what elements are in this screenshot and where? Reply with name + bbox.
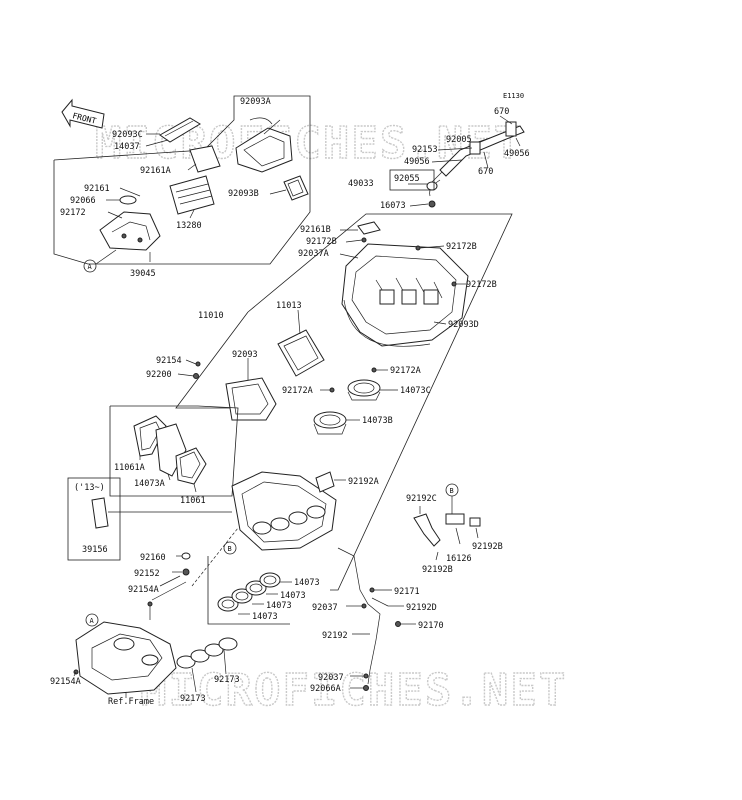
label-92171: 92171 [394,587,420,597]
label-92172: 92172 [60,208,86,218]
part-92192A-hose-shape [315,471,335,493]
part-92093A-shape [235,117,293,173]
label-92170: 92170 [418,621,444,631]
label-11013: 11013 [276,301,302,311]
frame-11010 [175,213,513,591]
label-11061: 11061 [180,496,206,506]
label-49056-a: 49056 [504,149,530,159]
frame-39045 [53,95,311,265]
watermark-bottom: MICROFICHES.NET [140,665,567,716]
label-92093A: 92093A [240,97,271,107]
label-92066: 92066 [70,196,96,206]
label-ref-frame: Ref.Frame [108,697,154,707]
label-14073-2: 14073 [280,591,306,601]
label-92093: 92093 [232,350,258,360]
label-39045: 39045 [130,269,156,279]
label-92161B: 92161B [300,225,331,235]
label-14073-4: 14073 [252,612,278,622]
label-16073: 16073 [380,201,406,211]
label-92093D: 92093D [448,320,479,330]
label-92153: 92153 [412,145,438,155]
part-11061-shape [175,447,207,485]
label-92172B-3: 92172B [466,280,497,290]
label-14073C: 14073C [400,386,431,396]
part-ref-frame-shape [75,621,177,695]
part-92161-shape [119,195,137,205]
label-92192A: 92192A [348,477,379,487]
part-14073-rings-shape [217,572,281,612]
label-14073-1: 14073 [294,578,320,588]
label-92037-2: 92037 [318,673,344,683]
label-49056-b: 49056 [404,157,430,167]
part-lower-housing-shape [231,471,337,551]
label-92005: 92005 [446,135,472,145]
part-92192-hose-shape [337,547,389,685]
label-92172B-1: 92172B [306,237,337,247]
label-670-b: 670 [478,167,493,177]
part-breather-hose-shape [413,513,481,547]
callout-b-breather: B [450,487,454,495]
part-14073C-funnel-shape [347,379,381,401]
label-92192C: 92192C [406,494,437,504]
label-11061A: 11061A [114,463,145,473]
label-92200: 92200 [146,370,172,380]
part-13280-shape [169,175,215,215]
label-year-note: ('13~) [74,483,105,493]
label-92172A-1: 92172A [390,366,421,376]
label-92154A-2: 92154A [50,677,81,687]
frame-14073 [207,556,290,625]
label-92192B-1: 92192B [472,542,503,552]
label-14073B: 14073B [362,416,393,426]
label-92192D: 92192D [406,603,437,613]
part-92093C-shape [159,117,201,143]
label-92154A-1: 92154A [128,585,159,595]
label-92160: 92160 [140,553,166,563]
frame-11061 [109,405,239,497]
label-11010: 11010 [198,311,224,321]
label-92173-1: 92173 [180,694,206,704]
part-39045-bracket-shape [99,211,161,251]
label-92037-1: 92037 [312,603,338,613]
label-92192: 92192 [322,631,348,641]
label-92192B-2: 92192B [422,565,453,575]
label-92172B-2: 92172B [446,242,477,252]
label-14073-3: 14073 [266,601,292,611]
label-92152: 92152 [134,569,160,579]
label-92066A: 92066A [310,684,341,694]
label-92161: 92161 [84,184,110,194]
part-92161B-bracket-shape [357,221,381,235]
label-92161A: 92161A [140,166,171,176]
diagram-code: E1130 [503,92,524,100]
label-92172A-2: 92172A [282,386,313,396]
label-49033: 49033 [348,179,374,189]
part-14073B-funnel-shape [313,411,347,435]
callout-a-top: A [88,263,93,271]
part-11013-filter-shape [277,329,325,377]
part-92093B-shape [283,175,309,201]
part-92173-clamps-shape [176,637,238,669]
label-92173-2: 92173 [214,675,240,685]
frame-39156 [67,477,121,561]
label-92093C: 92093C [112,130,143,140]
label-670-a: 670 [494,107,509,117]
label-14073A: 14073A [134,479,165,489]
front-arrow-icon: FRONT [61,98,105,129]
label-92037A: 92037A [298,249,329,259]
label-14037: 14037 [114,142,140,152]
label-13280: 13280 [176,221,202,231]
part-92093-gasket-shape [225,377,277,421]
label-92093B: 92093B [228,189,259,199]
label-39156: 39156 [82,545,108,555]
callout-b-housing: B [228,545,232,553]
label-16126: 16126 [446,554,472,564]
label-92154: 92154 [156,356,182,366]
part-upper-housing-shape [341,243,469,347]
label-92055: 92055 [394,174,420,184]
part-valve-assembly-shape [426,121,525,208]
callout-a-ref-frame: A [90,617,95,625]
